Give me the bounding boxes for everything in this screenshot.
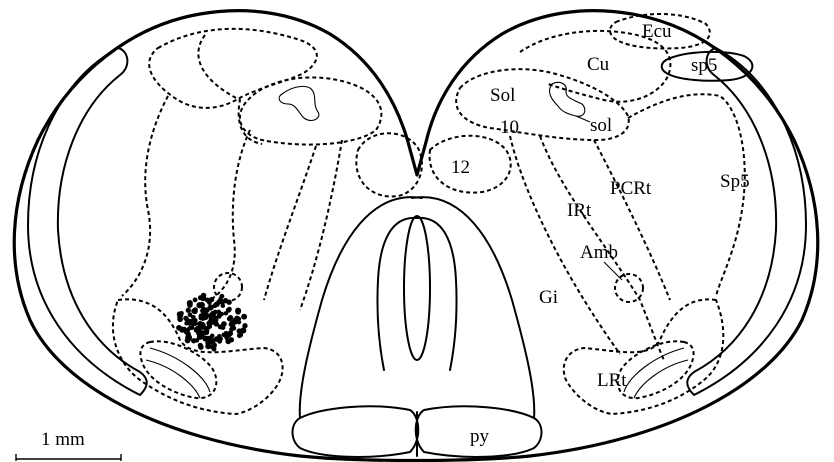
right-lrt-inner [618, 341, 694, 398]
right-lrt-stripe-2 [634, 360, 688, 398]
labeled-cell [218, 324, 223, 329]
labeled-cell [193, 307, 198, 312]
labeled-cell [210, 334, 215, 339]
labeled-cell [193, 318, 197, 322]
right-column-c [594, 140, 670, 300]
labeled-cell [195, 326, 201, 332]
left-column-a [264, 146, 316, 300]
labeled-cell [205, 297, 210, 302]
labeled-cell [184, 317, 189, 322]
label-ecu: Ecu [642, 21, 672, 42]
labeled-cell [177, 317, 183, 323]
labeled-cell [229, 327, 234, 332]
label-sp5-tract: sp5 [691, 55, 717, 76]
labeled-cell [242, 323, 247, 328]
labeled-cell [195, 338, 200, 343]
labeled-cell [193, 297, 198, 302]
labeled-cell [199, 313, 205, 319]
labeled-cell [227, 316, 232, 321]
labeled-cell [217, 334, 221, 338]
labeled-cell [198, 343, 203, 348]
labeled-cell [226, 299, 231, 304]
left-amb-circle [214, 273, 242, 301]
label-amb: Amb [580, 242, 618, 263]
labeled-cell [219, 294, 224, 299]
label-hypoglossal: 12 [451, 157, 470, 178]
right-sol-tract [550, 82, 585, 116]
labeled-cell [187, 336, 192, 341]
hypoglossal-nucleus-right [430, 136, 511, 193]
midline-inner-left [377, 218, 417, 370]
right-lrt-stripe-1 [624, 348, 684, 392]
left-lrt-inner [140, 341, 216, 398]
left-dorsal-boundary [198, 35, 262, 144]
labeled-cell [190, 325, 195, 330]
left-lrt-stripe-1 [150, 348, 210, 392]
left-lateral-column [210, 130, 250, 300]
labeled-cell [222, 333, 227, 338]
labeled-cell [241, 314, 247, 320]
left-outer-region [122, 96, 168, 296]
pyramid-left [293, 406, 419, 457]
labeled-cell [217, 339, 222, 344]
label-irt: IRt [567, 200, 592, 221]
labeled-cell [207, 324, 212, 329]
label-gi: Gi [539, 287, 558, 308]
labeled-cell [210, 311, 216, 317]
labeled-cell [217, 299, 222, 304]
label-sp5-nucleus: Sp5 [720, 171, 750, 192]
amb-leader-line [604, 262, 622, 280]
midline-oval [404, 216, 430, 360]
label-pcrt: PCRt [610, 178, 652, 199]
midline-inner-right [417, 218, 457, 370]
labeled-cell [226, 307, 231, 312]
left-sol-tract [279, 86, 319, 120]
label-sol-nucleus: Sol [490, 85, 515, 106]
labeled-cell [212, 347, 217, 352]
labeled-cell [204, 307, 210, 313]
labeled-cell [217, 313, 222, 318]
labeled-cell [186, 308, 191, 313]
left-lrt-stripe-2 [146, 360, 200, 398]
labeled-cell [237, 333, 242, 338]
labeled-cell [237, 328, 242, 333]
labeled-cell [198, 295, 203, 300]
left-column-b [300, 140, 342, 310]
left-sol-region [240, 77, 381, 144]
label-sol-tract: sol [590, 115, 612, 136]
labeled-cell [209, 316, 214, 321]
label-py: py [470, 426, 490, 447]
left-ventral-region [113, 299, 283, 414]
labeled-cell [187, 302, 193, 308]
labeled-cell [214, 318, 219, 323]
labeled-cell [235, 308, 241, 314]
labeled-cell [179, 311, 184, 316]
sol-leader-line [576, 116, 590, 122]
labeled-cell [229, 337, 234, 342]
labeled-cell [208, 339, 213, 344]
label-lrt: LRt [597, 370, 627, 391]
label-dmnx: 10 [500, 117, 519, 138]
labeled-cell [236, 317, 241, 322]
hypoglossal-nucleus-left [356, 133, 422, 196]
labeled-cell [202, 335, 208, 341]
scale-bar-label: 1 mm [41, 429, 85, 450]
labeled-cell [199, 302, 205, 308]
left-lateral-band [28, 48, 147, 395]
label-cu: Cu [587, 54, 610, 75]
labeled-cell-cluster [176, 293, 248, 352]
right-amb-circle [615, 274, 643, 302]
